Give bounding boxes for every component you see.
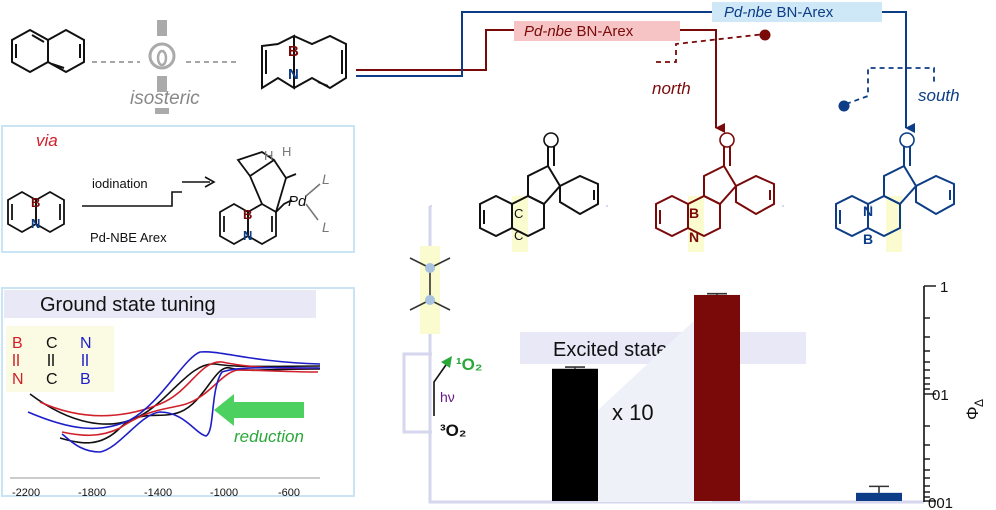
naphthalene-structure <box>11 28 85 74</box>
route-south-badge-text: Pd-nbe BN-Arex <box>724 4 834 21</box>
pd-norbornene-intermediate: B N H H Pd L L <box>219 144 330 246</box>
ground-state-title-bg <box>4 290 316 318</box>
phi-tick-2: 01 <box>932 387 949 404</box>
ligand-label-2: L <box>322 219 330 235</box>
route-south-badge <box>712 2 882 22</box>
south-boron: B <box>863 231 873 247</box>
legend-nb: N B <box>80 335 92 388</box>
cc-bottom-carbon: C <box>514 228 523 243</box>
reduction-arrow-shaft <box>232 402 304 418</box>
pd-int-boron: B <box>243 207 252 222</box>
isosteric-label: isosteric <box>130 88 200 109</box>
legend-nb-bottom: B <box>80 371 91 388</box>
north-nitrogen: N <box>689 229 699 245</box>
magnification-wedge <box>598 304 712 502</box>
cv-x-tick-4: -1000 <box>210 487 238 499</box>
pd-label: Pd <box>288 193 307 210</box>
alkene-substrate <box>409 246 451 334</box>
error-bar-nb-south <box>869 485 889 493</box>
south-nitrogen: N <box>863 203 873 219</box>
fluorenone-nb-south: N B <box>835 132 955 252</box>
legend-nb-top: N <box>80 335 92 352</box>
h-label-1: H <box>264 148 273 163</box>
north-boron: B <box>689 205 699 221</box>
legend-cc: C C <box>46 335 58 388</box>
cv-x-tick-3: -1400 <box>144 487 172 499</box>
fluorenone-bn-north: B N <box>655 132 775 252</box>
fluorenone-cc: C C <box>479 132 599 252</box>
phi-tick-3: 001 <box>928 495 953 510</box>
north-dash-guide <box>656 33 766 63</box>
bn-top-nitrogen: N <box>288 66 299 83</box>
via-panel-frame <box>1 125 355 253</box>
ligand-label-1: L <box>322 171 330 187</box>
hv-label: hν <box>440 389 455 405</box>
route-south-line <box>356 11 712 77</box>
reduction-label: reduction <box>234 427 304 446</box>
isosteric-swap-icon <box>148 20 176 114</box>
bn-naphthalene-structure: B N <box>261 34 347 90</box>
ground-state-title: Ground state tuning <box>40 294 216 316</box>
legend-cc-top: C <box>46 335 58 352</box>
pd-int-nitrogen: N <box>243 228 252 243</box>
cycle-bracket <box>402 352 432 434</box>
legend-bn-top: B <box>12 335 23 352</box>
route-south-arrow <box>882 11 915 133</box>
via-nitrogen: N <box>31 216 40 231</box>
via-step-iodination: iodination <box>92 176 148 191</box>
route-north-badge <box>514 21 680 41</box>
legend-box <box>6 326 114 392</box>
route-north-line <box>356 29 514 71</box>
error-bar-bn-north <box>707 292 727 295</box>
route-north-arrow <box>680 29 725 133</box>
phi-axis: 1 01 001 Φ Δ <box>923 279 986 510</box>
excitation-arrow <box>433 361 449 416</box>
cv-x-axis: -2200 -1800 -1400 -1000 -600 <box>12 487 300 499</box>
reduction-arrow-head <box>214 394 234 426</box>
legend-cc-bottom: C <box>46 371 58 388</box>
legend-bn: B N <box>12 335 24 388</box>
via-step-line <box>82 191 182 207</box>
factor-label: x 10 <box>612 400 654 425</box>
south-site-dot <box>838 100 850 112</box>
bar-bn-north <box>694 294 740 501</box>
cc-top-carbon: C <box>514 206 523 221</box>
via-title: via <box>36 131 58 150</box>
cv-x-tick-2: -1800 <box>78 487 106 499</box>
via-boron: B <box>31 195 40 210</box>
phi-axis-subscript: Δ <box>972 399 986 407</box>
triplet-oxygen-label: ³O₂ <box>440 421 466 440</box>
singlet-oxygen-label: ¹O₂ <box>456 355 482 374</box>
phi-tick-1: 1 <box>940 279 948 296</box>
error-bar-cc <box>565 366 585 369</box>
north-site-dot <box>759 29 771 41</box>
legend-bn-bottom: N <box>12 371 24 388</box>
cv-x-tick-1: -2200 <box>12 487 40 499</box>
bar-cc <box>552 368 598 501</box>
h-label-2: H <box>282 144 291 159</box>
cv-plot <box>10 350 321 479</box>
route-north-badge-text: Pd-nbe BN-Arex <box>524 23 634 40</box>
excitation-arrowhead <box>441 356 452 368</box>
via-arrow-head <box>204 176 216 188</box>
bn-naphthalene-small: B N <box>7 190 65 234</box>
quantum-yield-bars <box>552 292 902 501</box>
phi-axis-symbol: Φ <box>963 406 982 420</box>
route-north-label: north <box>652 79 691 98</box>
route-south-label: south <box>918 86 960 105</box>
cv-x-tick-5: -600 <box>278 487 300 499</box>
via-step-arex: Pd-NBE Arex <box>90 230 167 245</box>
bn-top-boron: B <box>288 43 299 60</box>
bar-nb-south <box>856 492 902 501</box>
